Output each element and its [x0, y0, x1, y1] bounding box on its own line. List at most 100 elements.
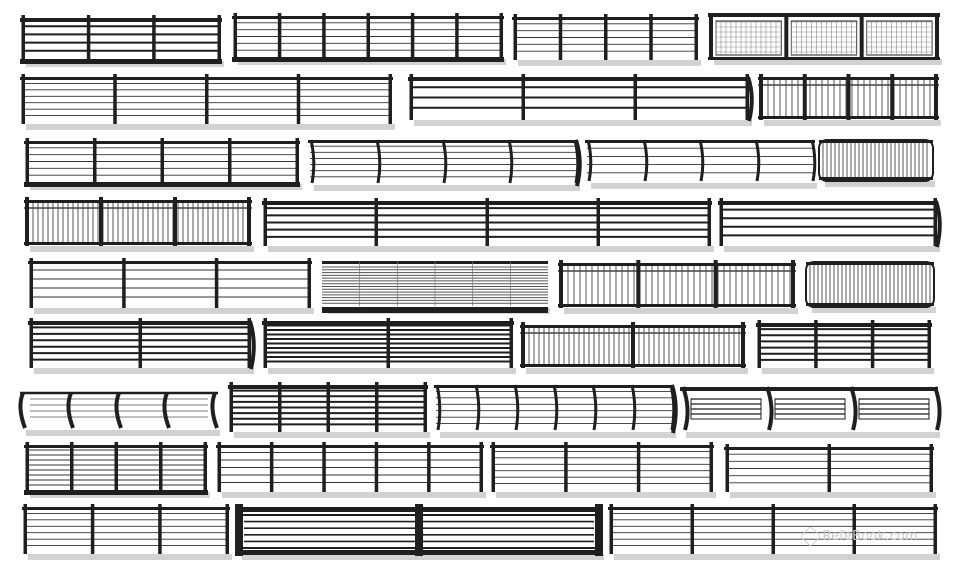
post	[649, 14, 653, 60]
end-post	[934, 200, 942, 248]
end-post	[746, 76, 754, 122]
barrier-frame	[818, 139, 934, 182]
post	[741, 322, 745, 368]
post	[152, 15, 156, 61]
top-rail	[680, 387, 938, 391]
top-rail	[490, 445, 714, 448]
post	[263, 198, 267, 246]
railing-r5	[20, 74, 395, 130]
railing-shadow	[234, 432, 430, 438]
base-plate	[322, 307, 548, 313]
railing-r13	[262, 198, 714, 252]
post	[307, 258, 311, 308]
end-post	[248, 320, 256, 370]
post	[86, 15, 91, 61]
top-rail	[22, 507, 230, 510]
railing-shadow	[268, 368, 516, 374]
post	[427, 442, 431, 492]
post	[814, 320, 818, 368]
railing-shadow	[518, 60, 701, 66]
railing-r22	[756, 320, 934, 374]
railing-r18	[805, 261, 936, 313]
post	[295, 138, 299, 184]
post	[933, 386, 942, 431]
post	[513, 384, 520, 431]
post	[521, 74, 525, 120]
rail-panel	[858, 398, 930, 420]
railing-shadow	[242, 554, 604, 560]
post	[386, 318, 390, 368]
railing-r23	[18, 391, 220, 436]
base-plate	[232, 57, 504, 62]
bottom-rail	[558, 304, 796, 307]
end-post	[574, 139, 582, 187]
post	[375, 382, 379, 432]
post	[21, 74, 25, 124]
post	[25, 197, 29, 246]
post	[757, 320, 761, 368]
railing-shadow	[730, 492, 936, 498]
post	[375, 139, 382, 184]
railing-shadow	[526, 368, 748, 374]
post	[890, 74, 895, 120]
barrier-frame	[805, 261, 935, 308]
post	[263, 318, 267, 368]
railing-r10	[585, 139, 817, 189]
post	[269, 442, 274, 492]
post	[633, 74, 637, 120]
post	[138, 318, 142, 368]
post	[479, 442, 483, 492]
post	[90, 504, 95, 554]
rail-panel	[774, 398, 846, 420]
post	[247, 197, 251, 246]
railing-shadow	[268, 246, 714, 252]
railing-r24	[228, 382, 430, 438]
post	[322, 13, 326, 59]
railing-r1	[20, 15, 224, 67]
post	[229, 382, 233, 432]
post	[160, 138, 164, 184]
post	[765, 386, 774, 431]
post	[441, 139, 448, 184]
post	[423, 382, 427, 432]
post	[630, 384, 637, 431]
railing-r30	[724, 444, 936, 498]
post	[509, 318, 513, 368]
railing-r4	[708, 13, 942, 65]
railing-shadow	[30, 246, 254, 252]
railing-r21	[520, 322, 748, 374]
post	[173, 197, 177, 246]
post	[278, 382, 282, 432]
post	[114, 442, 118, 492]
railing-shadow	[714, 59, 942, 65]
railing-r26	[680, 386, 942, 438]
watermark: RefeBook.com	[800, 525, 918, 548]
railing-r2	[232, 13, 506, 65]
post	[309, 139, 316, 184]
post	[642, 139, 649, 182]
post	[366, 13, 370, 59]
post	[70, 442, 74, 492]
railing-r25	[434, 384, 678, 438]
railing-r27	[24, 442, 210, 498]
post	[713, 260, 718, 308]
railing-r15	[28, 258, 314, 314]
railing-shadow	[26, 124, 395, 130]
post	[698, 139, 705, 182]
post	[513, 14, 517, 60]
post	[21, 15, 25, 61]
post	[636, 442, 641, 492]
post	[159, 442, 163, 492]
post	[870, 320, 875, 368]
post	[791, 260, 795, 308]
post	[707, 198, 711, 246]
post	[604, 14, 608, 60]
railing-shadow	[686, 432, 940, 438]
post	[18, 392, 27, 429]
railing-shadow	[614, 554, 940, 560]
post	[29, 318, 33, 368]
post	[455, 13, 459, 59]
post	[559, 260, 563, 308]
post	[690, 504, 694, 554]
